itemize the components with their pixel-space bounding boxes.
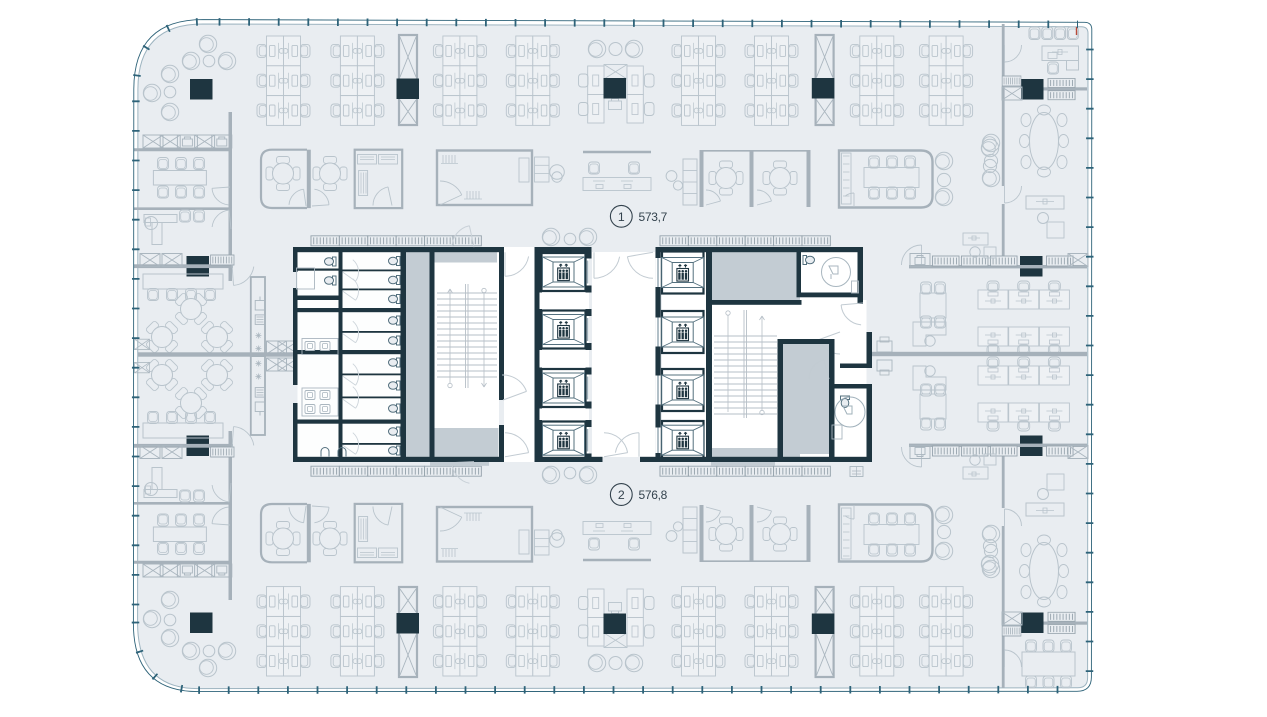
svg-text:576,8: 576,8 [639, 488, 668, 502]
svg-text:2: 2 [618, 488, 625, 502]
svg-text:573,7: 573,7 [639, 210, 668, 224]
svg-text:1: 1 [618, 210, 625, 224]
